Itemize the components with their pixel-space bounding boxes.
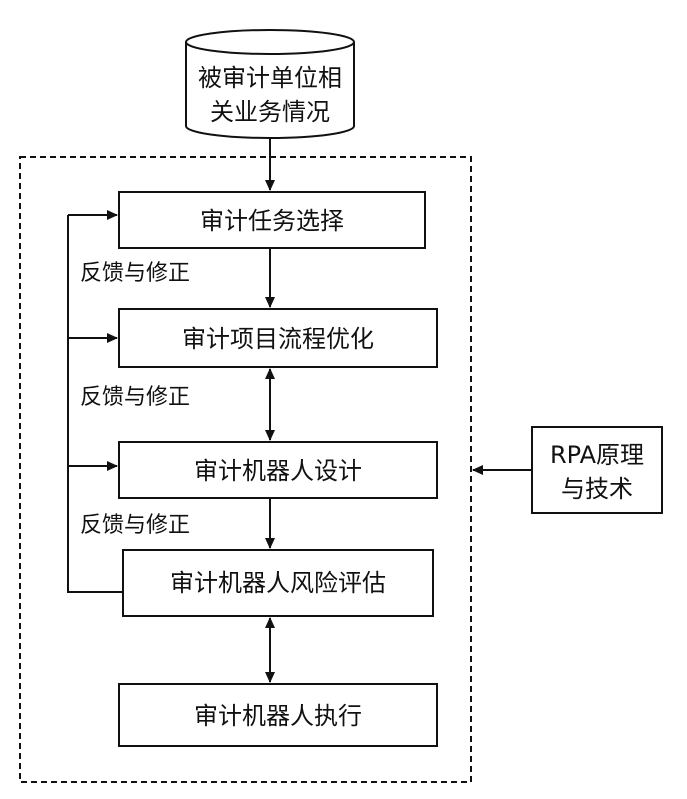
step-label: 审计机器人风险评估 [170,569,386,597]
side-box-label-line1: RPA原理 [550,441,644,469]
step-box-risk-assessment: 审计机器人风险评估 [122,549,434,617]
step-box-process-optimization: 审计项目流程优化 [118,308,438,368]
feedback-label-2: 反馈与修正 [80,385,190,410]
step-box-robot-design: 审计机器人设计 [118,441,438,499]
dashed-container [19,156,472,783]
feedback-label-1: 反馈与修正 [80,261,190,286]
feedback-loop-line [67,215,123,593]
side-box-rpa: RPA原理 与技术 [531,426,663,514]
step-label: 审计项目流程优化 [182,325,374,353]
step-label: 审计任务选择 [200,207,344,235]
step-box-task-selection: 审计任务选择 [118,191,426,249]
step-label: 审计机器人设计 [194,457,362,485]
database-label-line1: 被审计单位相 [198,64,342,92]
feedback-label-3: 反馈与修正 [80,513,190,538]
step-box-robot-execution: 审计机器人执行 [118,683,438,747]
database-cylinder: 被审计单位相 关业务情况 [185,29,355,139]
step-label: 审计机器人执行 [194,702,362,730]
side-box-label-line2: 与技术 [561,475,633,503]
database-label-line2: 关业务情况 [210,98,330,126]
